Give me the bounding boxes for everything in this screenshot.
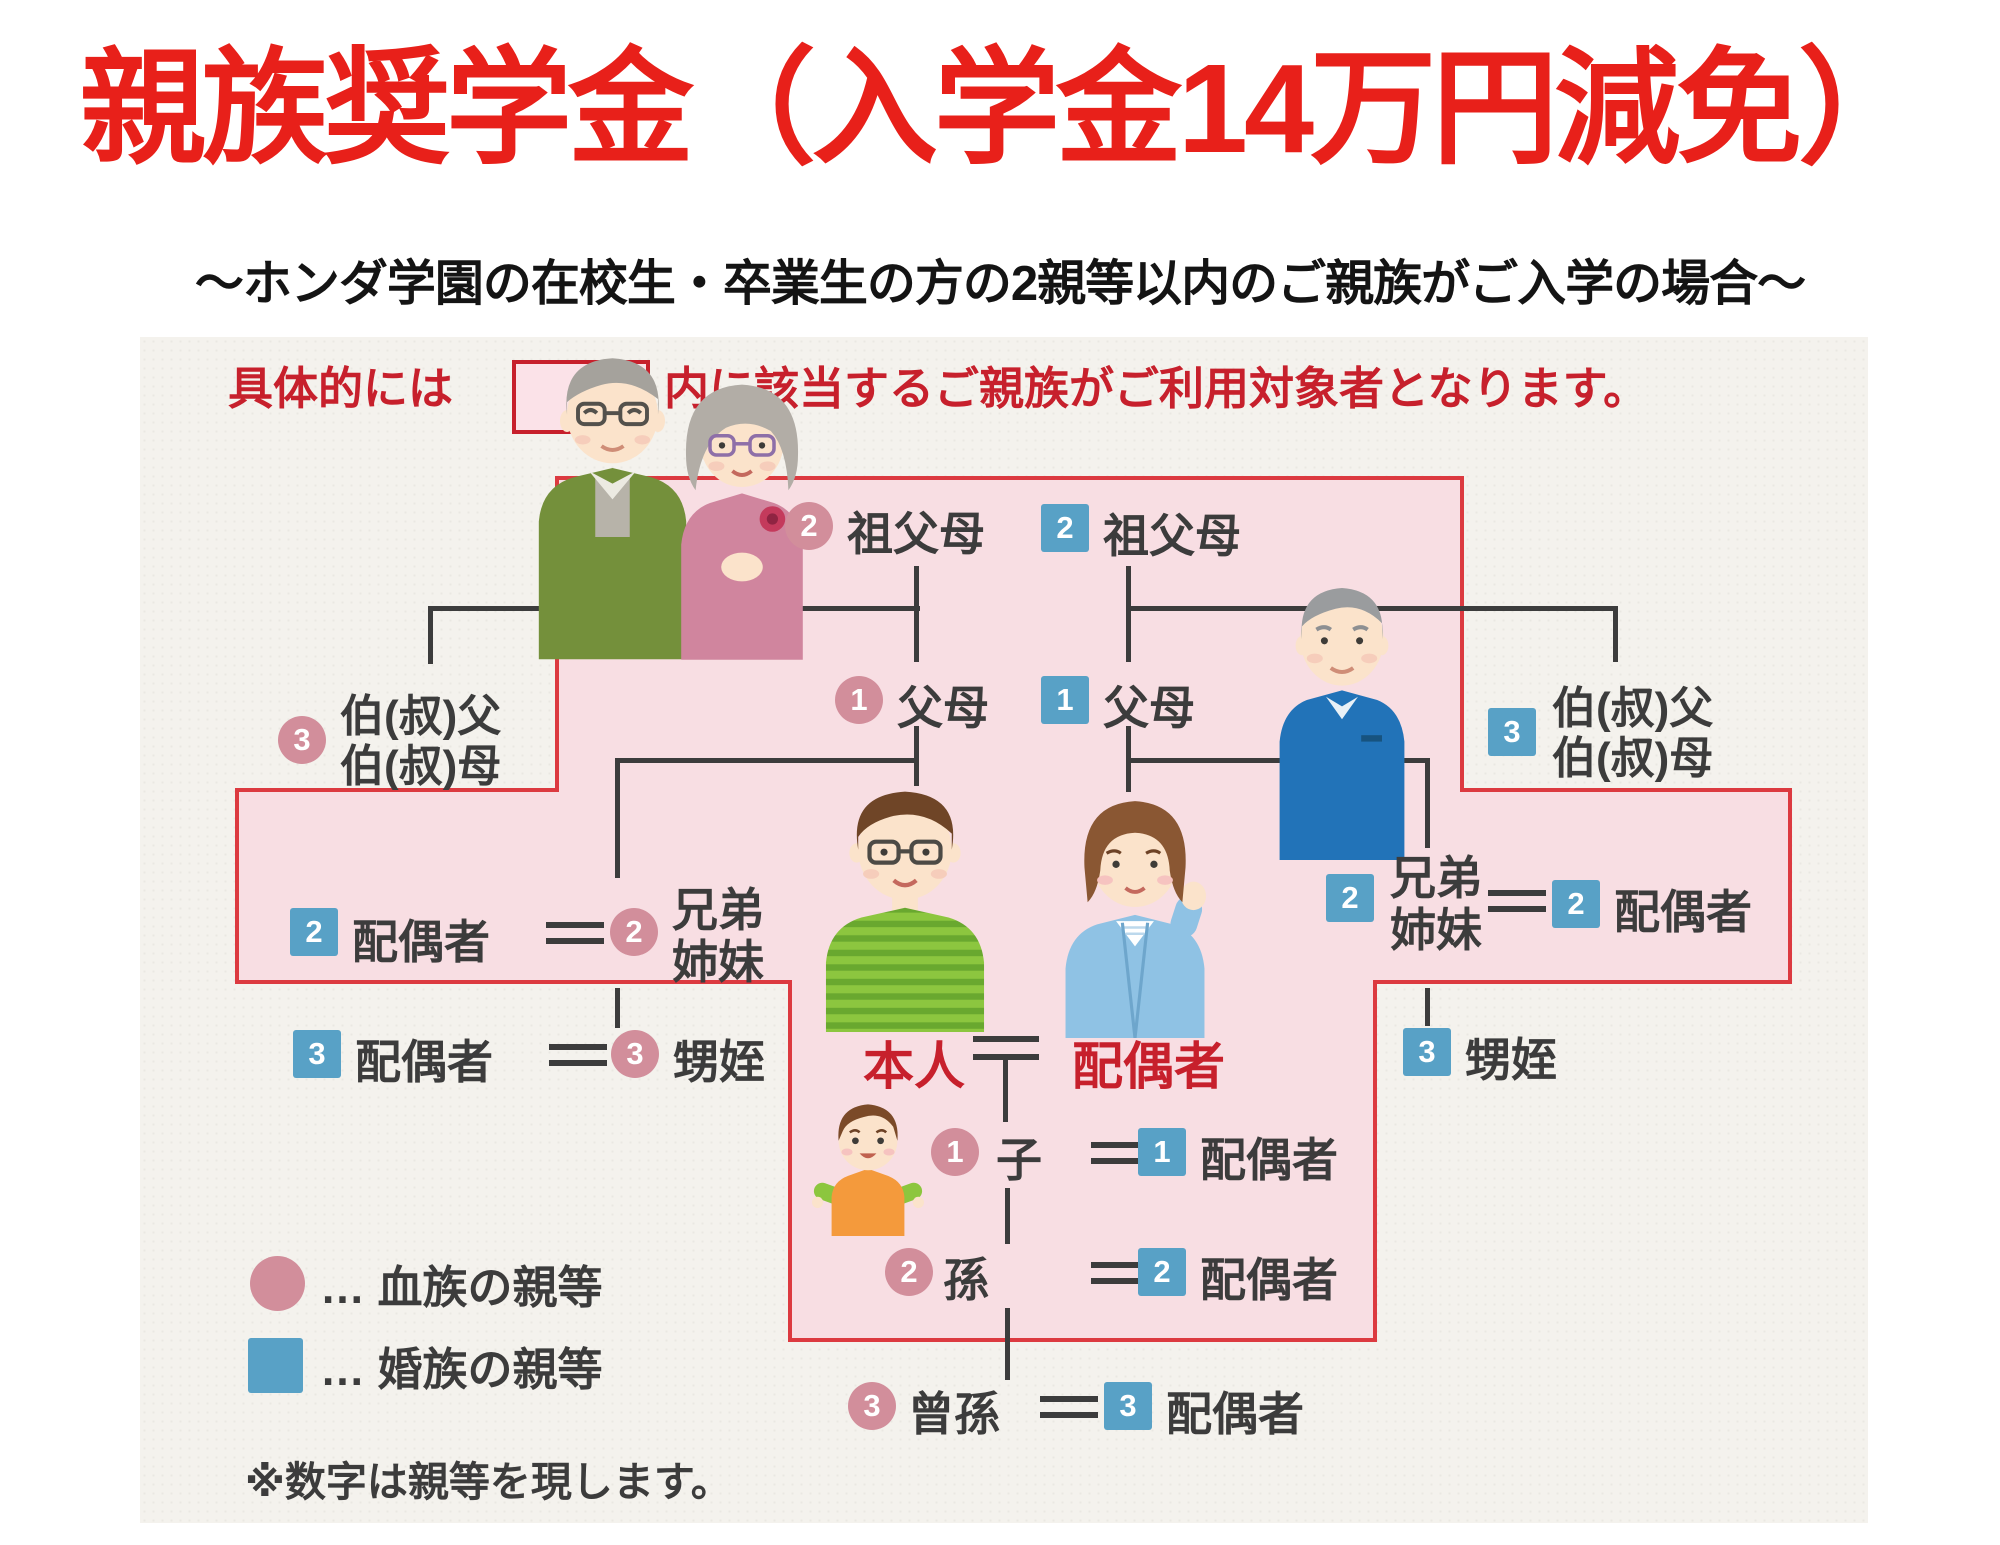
label-sibling-left-spouse: 配偶者	[352, 916, 490, 968]
degree-badge-parents-marriage: 1	[1041, 676, 1089, 724]
degree-badge-sibling-left: 2	[610, 908, 658, 956]
equals-sign	[1091, 1142, 1149, 1164]
left-sibling-bracket	[615, 758, 919, 763]
grandfather-illustration	[538, 358, 687, 660]
label-uncle-left: 伯(叔)父 伯(叔)母	[340, 692, 502, 792]
equals-sign	[549, 1044, 607, 1066]
legend-note: ※数字は親等を現します。	[245, 1459, 732, 1505]
legend-blood-label: … 血族の親等	[320, 1262, 603, 1313]
degree-badge-grandchild: 2	[885, 1248, 933, 1296]
label-sibling-right-spouse: 配偶者	[1614, 886, 1752, 938]
label-nephew-left-spouse: 配偶者	[355, 1036, 493, 1088]
greatgrandchild-drop-line	[1005, 1308, 1010, 1380]
right-uncle-drop-line	[1613, 606, 1618, 662]
degree-badge-nephew-right: 3	[1403, 1028, 1451, 1076]
marriage-double-line	[973, 1036, 1039, 1060]
degree-badge-nephew-left: 3	[611, 1030, 659, 1078]
label-child: 子	[996, 1134, 1042, 1186]
equals-sign	[1091, 1262, 1149, 1284]
equals-sign	[1488, 890, 1546, 912]
legend-blood-icon	[250, 1256, 305, 1311]
equals-sign	[1040, 1396, 1098, 1418]
degree-badge-child-spouse: 1	[1138, 1128, 1186, 1176]
grandchild-drop-line	[1005, 1188, 1010, 1244]
label-uncle-right: 伯(叔)父 伯(叔)母	[1552, 684, 1714, 784]
degree-badge-grandparents-marriage: 2	[1041, 504, 1089, 552]
degree-badge-sibling-right-spouse: 2	[1552, 880, 1600, 928]
left-parent-line	[914, 726, 919, 786]
label-nephew-right: 甥姪	[1465, 1034, 1557, 1086]
instruction-suffix: 内に該当するご親族がご利用対象者となります。	[664, 363, 1649, 414]
child-drop-line	[1003, 1060, 1008, 1122]
spouse-illustration	[1065, 801, 1207, 1038]
degree-badge-uncle-left: 3	[278, 716, 326, 764]
left-sibling-drop	[615, 758, 620, 878]
right-grandparent-line	[1126, 566, 1131, 662]
degree-badge-uncle-right: 3	[1488, 708, 1536, 756]
legend-marriage-label: … 婚族の親等	[320, 1344, 603, 1395]
degree-badge-parents-blood: 1	[835, 676, 883, 724]
degree-badge-sibling-right: 2	[1326, 874, 1374, 922]
right-sibling-bracket	[1126, 758, 1428, 763]
label-grandchild-spouse: 配偶者	[1200, 1254, 1338, 1306]
page-subtitle: ～ホンダ学園の在校生・卒業生の方の2親等以内のご親族がご入学の場合～	[194, 257, 1806, 311]
degree-badge-greatgrandchild: 3	[848, 1382, 896, 1430]
left-nephew-line	[615, 988, 620, 1028]
label-parents-blood: 父母	[897, 682, 989, 734]
label-sibling-right: 兄弟 姉妹	[1390, 852, 1482, 957]
label-parents-marriage: 父母	[1103, 682, 1195, 734]
right-sibling-drop	[1425, 758, 1430, 848]
label-self: 本人	[863, 1038, 966, 1095]
left-grandparent-line	[914, 566, 919, 662]
degree-badge-greatgrandchild-spouse: 3	[1104, 1382, 1152, 1430]
degree-badge-sibling-left-spouse: 2	[290, 908, 338, 956]
page-title: 親族奨学金（入学金14万円減免）	[79, 38, 1924, 179]
legend-marriage-icon	[248, 1338, 303, 1393]
label-grandparents-marriage: 祖父母	[1103, 510, 1241, 562]
label-greatgrandchild: 曾孫	[908, 1388, 1000, 1440]
label-nephew-left: 甥姪	[673, 1036, 765, 1088]
degree-badge-grandchild-spouse: 2	[1138, 1248, 1186, 1296]
label-child-spouse: 配偶者	[1200, 1134, 1338, 1186]
degree-badge-grandparents-blood: 2	[785, 502, 833, 550]
spouse-father-illustration	[1279, 588, 1405, 860]
label-sibling-left: 兄弟 姉妹	[672, 884, 764, 989]
grandmother-illustration	[681, 384, 803, 660]
equals-sign	[546, 922, 604, 944]
label-grandparents-blood: 祖父母	[847, 508, 985, 560]
degree-badge-nephew-left-spouse: 3	[293, 1030, 341, 1078]
label-greatgrandchild-spouse: 配偶者	[1166, 1388, 1304, 1440]
child-illustration	[812, 1104, 924, 1236]
degree-badge-child: 1	[931, 1128, 979, 1176]
self-illustration	[825, 791, 985, 1032]
label-grandchild: 孫	[943, 1254, 989, 1306]
left-uncle-drop-line	[428, 606, 433, 664]
instruction-prefix: 具体的には	[228, 363, 454, 414]
right-nephew-line	[1425, 988, 1430, 1026]
label-spouse: 配偶者	[1072, 1038, 1226, 1095]
